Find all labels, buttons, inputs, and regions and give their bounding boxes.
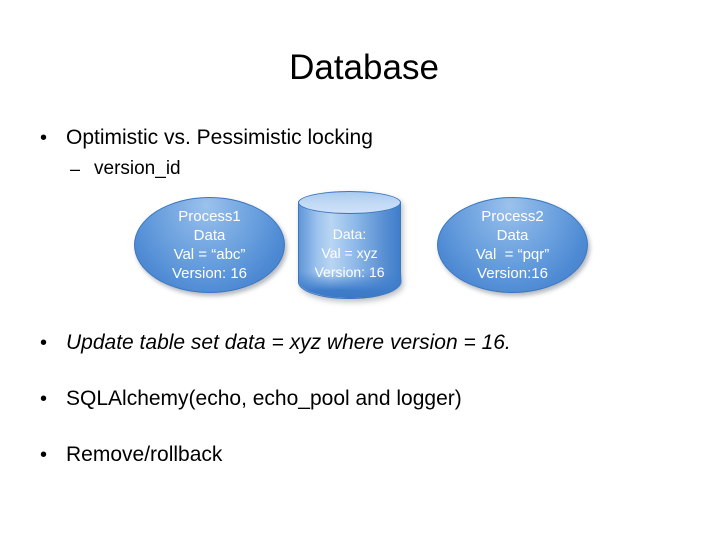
sub-bullet-text: version_id bbox=[94, 158, 181, 179]
process2-node: Process2 Data Val = “pqr” Version:16 bbox=[437, 197, 588, 293]
bullet-item-3: • SQLAlchemy(echo, echo_pool and logger) bbox=[40, 385, 462, 413]
process2-line-1: Process2 bbox=[481, 208, 544, 225]
database-line-3: Version: 16 bbox=[314, 264, 385, 280]
process1-node: Process1 Data Val = “abc” Version: 16 bbox=[134, 197, 285, 293]
process1-line-4: Version: 16 bbox=[171, 265, 248, 282]
database-line-2: Val = xyz bbox=[321, 245, 378, 261]
bullet-item-1: • Optimistic vs. Pessimistic locking bbox=[40, 124, 373, 152]
bullet-marker-icon: • bbox=[40, 388, 48, 410]
bullet-item-4: • Remove/rollback bbox=[40, 441, 222, 469]
bullet-item-2: • Update table set data = xyz where vers… bbox=[40, 329, 511, 357]
locking-diagram: Process1 Data Val = “abc” Version: 16 Da… bbox=[0, 186, 728, 306]
bullet-text-3: SQLAlchemy(echo, echo_pool and logger) bbox=[66, 387, 462, 410]
process1-line-1: Process1 bbox=[178, 208, 241, 225]
page-title: Database bbox=[289, 48, 439, 87]
process2-line-2: Data bbox=[496, 227, 529, 244]
cylinder-body bbox=[298, 202, 402, 299]
sub-bullet-item-version-id: – version_id bbox=[70, 156, 181, 182]
bullet-marker-icon: • bbox=[40, 332, 48, 354]
dash-marker-icon: – bbox=[70, 159, 81, 179]
cylinder-top-ellipse bbox=[298, 191, 401, 214]
process1-line-3: Val = “abc” bbox=[173, 246, 246, 263]
cylinder-bottom-shade bbox=[299, 272, 402, 298]
process2-line-3: Val = “pqr” bbox=[475, 246, 550, 263]
bullet-text-4: Remove/rollback bbox=[66, 443, 223, 466]
bullet-marker-icon: • bbox=[40, 127, 48, 149]
database-cylinder-node: Data: Val = xyz Version: 16 bbox=[298, 191, 402, 299]
process2-line-4: Version:16 bbox=[477, 265, 548, 282]
database-line-1: Data: bbox=[332, 226, 367, 242]
cylinder-labels: Data: Val = xyz Version: 16 bbox=[298, 225, 401, 282]
process1-line-2: Data bbox=[193, 227, 226, 244]
bullet-text-1: Optimistic vs. Pessimistic locking bbox=[66, 126, 373, 149]
bullet-text-2: Update table set data = xyz where versio… bbox=[66, 331, 511, 354]
bullet-marker-icon: • bbox=[40, 444, 48, 466]
